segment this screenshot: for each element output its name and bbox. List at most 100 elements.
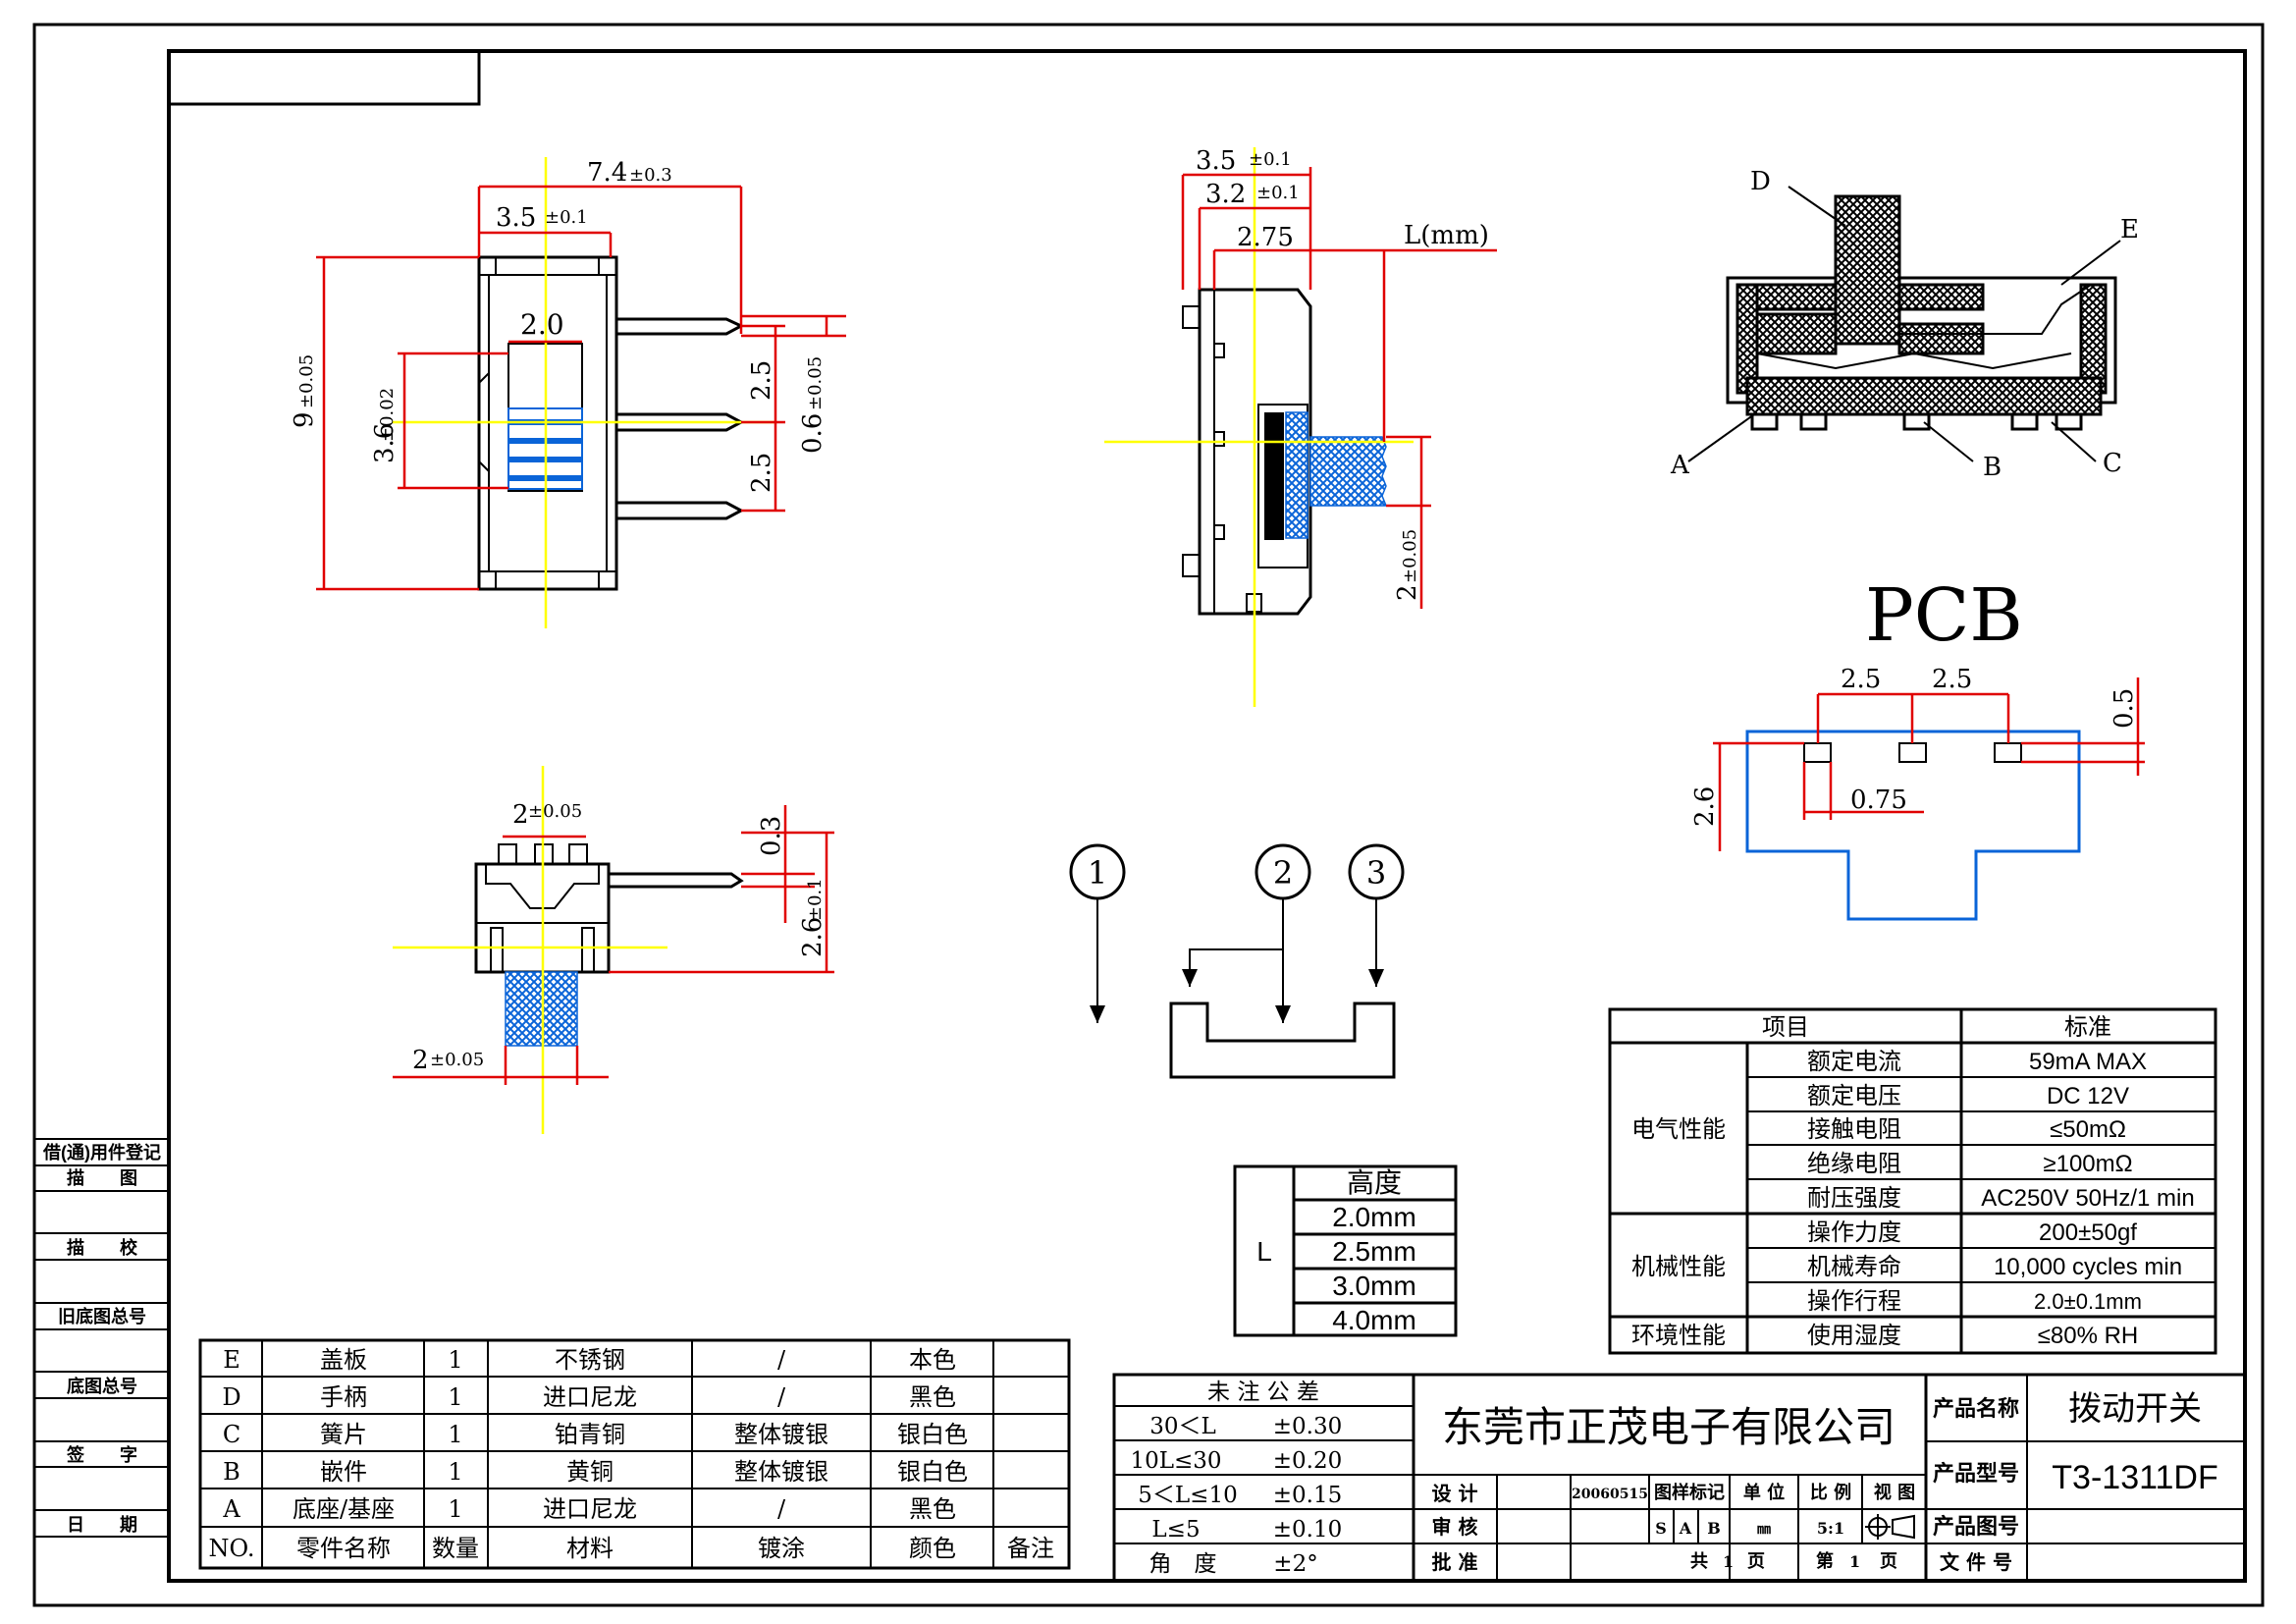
bom-cell: 铂青铜 [555,1421,625,1448]
tb-label: 页 [1880,1551,1897,1572]
product-model: T3-1311DF [2052,1459,2217,1496]
bom-cell: B [223,1458,240,1486]
spec-value: 59mA MAX [2029,1049,2147,1075]
spec-value: ≤50mΩ [2050,1116,2126,1143]
spec-item: 额定电流 [1807,1049,1901,1075]
tol-value: ±0.10 [1273,1517,1342,1543]
spec-header-std: 标准 [2064,1014,2111,1041]
bom-cell: 手柄 [320,1383,367,1411]
bom-cell: 本色 [909,1346,956,1374]
company-name: 东莞市正茂电子有限公司 [1442,1404,1896,1450]
spec-item: 绝缘电阻 [1807,1151,1901,1177]
bom-header: 材料 [566,1535,614,1562]
spec-group: 电气性能 [1631,1116,1726,1143]
dim-text: 2.5 [1932,665,1972,694]
tb-label: 审 核 [1432,1515,1478,1539]
spec-item: 操作行程 [1807,1288,1901,1315]
registry-row: 底图总号 [67,1376,137,1396]
bom-cell: 黄铜 [566,1458,614,1486]
bom-cell: 1 [448,1495,462,1523]
tb-label: 文 件 号 [1940,1550,2012,1574]
height-header: 高度 [1347,1167,1402,1198]
tb-label: 第 [1816,1550,1834,1572]
dim-text: 0.6 [798,413,828,454]
bom-cell: 不锈钢 [555,1346,625,1374]
dim-text: 2.6 [1690,786,1720,827]
dim-text: 3.2 [1205,180,1246,209]
circuit-symbol: 1 2 3 [1069,843,1405,1079]
bom-cell: 1 [448,1421,462,1448]
dim-text: 3.6 [370,423,400,463]
bom-cell: 1 [448,1346,462,1374]
tb-total-pages: 1 [1723,1552,1734,1571]
dim-text: L(mm) [1404,221,1489,250]
node-label: 2 [1273,854,1293,892]
tb-label: 产品型号 [1933,1461,2019,1487]
tol-range: L≤5 [1151,1517,1200,1543]
spec-header-item: 项目 [1762,1014,1809,1041]
front-view: 7.4 ±0.3 3.5 ±0.1 2.0 9 ±0.05 3.6 ±0.02 … [290,157,846,628]
outer-frame [32,23,2265,1607]
corner-box [167,49,481,106]
dim-text: 0.75 [1850,785,1907,815]
dim-text: ±0.05 [1400,529,1420,583]
tb-label: 产品图号 [1933,1514,2019,1540]
tol-range: 10L≤30 [1130,1448,1221,1474]
bom-cell: E [223,1346,240,1374]
registry-row: 日 期 [67,1515,137,1535]
registry-title: 借(通)用件登记 [42,1142,161,1163]
registry-row: 描 校 [67,1237,138,1258]
node-label: 1 [1088,854,1107,892]
node-label: 3 [1366,854,1386,892]
registry-row: 描 图 [67,1167,137,1188]
bom-header: NO. [209,1535,255,1562]
spec-value: 10,000 cycles min [1994,1254,2182,1280]
tb-label: 设 计 [1432,1482,1478,1505]
tol-range: 角 度 [1149,1551,1217,1577]
dim-text: 2.75 [1237,223,1294,252]
dim-text: ±0.1 [545,207,588,228]
spec-value: 200±50gf [2039,1219,2137,1246]
spec-value: 2.0±0.1mm [2034,1289,2142,1314]
bom-cell: 簧片 [320,1421,367,1448]
bom-cell: 银白色 [897,1421,968,1448]
tol-value: ±0.30 [1273,1414,1342,1439]
dim-text: 2.5 [747,453,776,493]
tol-range: 30＜L [1149,1414,1216,1439]
bom-header: 数量 [432,1535,479,1562]
registry-row: 旧底图总号 [58,1306,146,1326]
spec-item: 操作力度 [1807,1219,1901,1246]
spec-item: 耐压强度 [1807,1185,1901,1212]
callout-label: E [2120,215,2139,244]
spec-item: 使用湿度 [1807,1323,1901,1349]
bom-cell: 进口尼龙 [543,1383,637,1411]
callout-label: D [1750,167,1771,196]
dim-text: ±0.05 [430,1050,484,1070]
dim-text: ±0.05 [805,356,826,410]
bom-cell: A [222,1495,240,1523]
tb-label: 图样标记 [1654,1482,1725,1503]
dim-text: 3.5 [496,203,536,233]
dim-text: ±0.1 [1256,183,1300,203]
spec-value: DC 12V [2047,1083,2129,1110]
tb-mark: A [1679,1519,1692,1538]
side-view: 3.5 ±0.1 3.2 ±0.1 2.75 L(mm) 2 ±0.05 [1104,146,1497,707]
dim-text: 2.5 [1841,665,1881,694]
callout-label: C [2103,449,2122,478]
bom-cell: 底座/基座 [293,1495,395,1523]
height-value: 4.0mm [1332,1305,1416,1335]
dim-text: 2 [512,800,529,830]
dim-text: 7.4 [587,158,627,188]
cross-section: D E A B C [1670,167,2139,482]
tb-mark: S [1655,1519,1667,1538]
bom-header: 零件名称 [296,1535,391,1562]
callout-label: B [1983,453,2002,482]
tb-label: 页 [1747,1551,1765,1572]
bom-cell: C [223,1421,240,1448]
tb-date: 20060515 [1572,1487,1648,1502]
tb-unit: ㎜ [1757,1522,1771,1538]
bom-cell: 黑色 [909,1383,956,1411]
tb-scale: 5:1 [1817,1519,1844,1538]
bom-header: 备注 [1007,1535,1054,1562]
